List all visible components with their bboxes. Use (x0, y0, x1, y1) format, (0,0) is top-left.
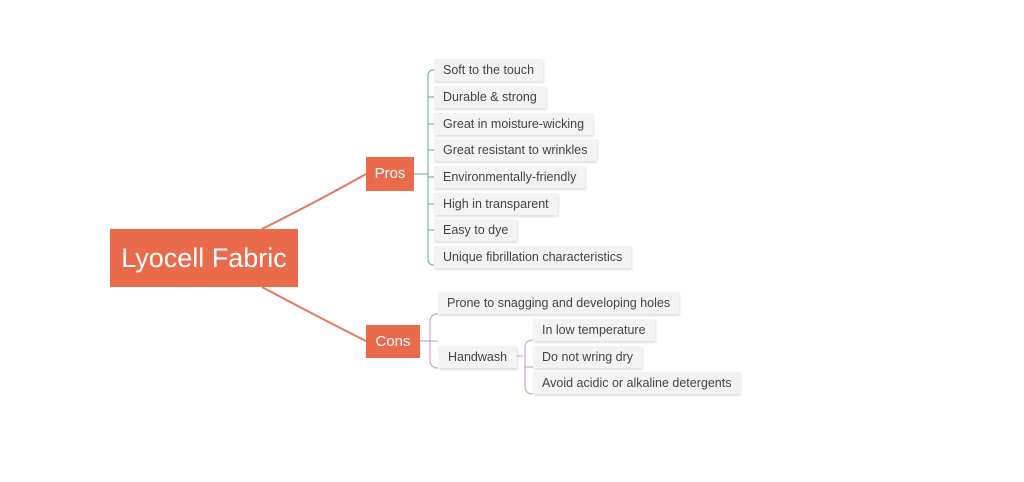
pros-item-durable[interactable]: Durable & strong (434, 86, 546, 108)
pros-item-soft[interactable]: Soft to the touch (434, 59, 544, 81)
root-to-pros-link (261, 173, 367, 230)
pros-item-wrinkles[interactable]: Great resistant to wrinkles (434, 139, 597, 161)
root-to-cons-link (261, 286, 367, 342)
cons-node[interactable]: Cons (366, 325, 420, 358)
pros-item-eco[interactable]: Environmentally-friendly (434, 166, 586, 188)
pros-item-moisture[interactable]: Great in moisture-wicking (434, 113, 594, 135)
pros-connectors (414, 69, 435, 266)
handwash-item-low-temp[interactable]: In low temperature (533, 319, 655, 341)
pros-item-fibrillation[interactable]: Unique fibrillation characteristics (434, 246, 632, 268)
handwash-item-no-wring[interactable]: Do not wring dry (533, 346, 643, 368)
cons-connectors (420, 313, 534, 395)
pros-item-dye[interactable]: Easy to dye (434, 219, 518, 241)
pros-node[interactable]: Pros (366, 157, 414, 191)
handwash-item-detergents[interactable]: Avoid acidic or alkaline detergents (533, 372, 741, 394)
root-node[interactable]: Lyocell Fabric (110, 229, 298, 287)
handwash-node[interactable]: Handwash (438, 346, 518, 368)
cons-item-snagging[interactable]: Prone to snagging and developing holes (438, 292, 680, 314)
pros-item-transparent[interactable]: High in transparent (434, 193, 558, 215)
